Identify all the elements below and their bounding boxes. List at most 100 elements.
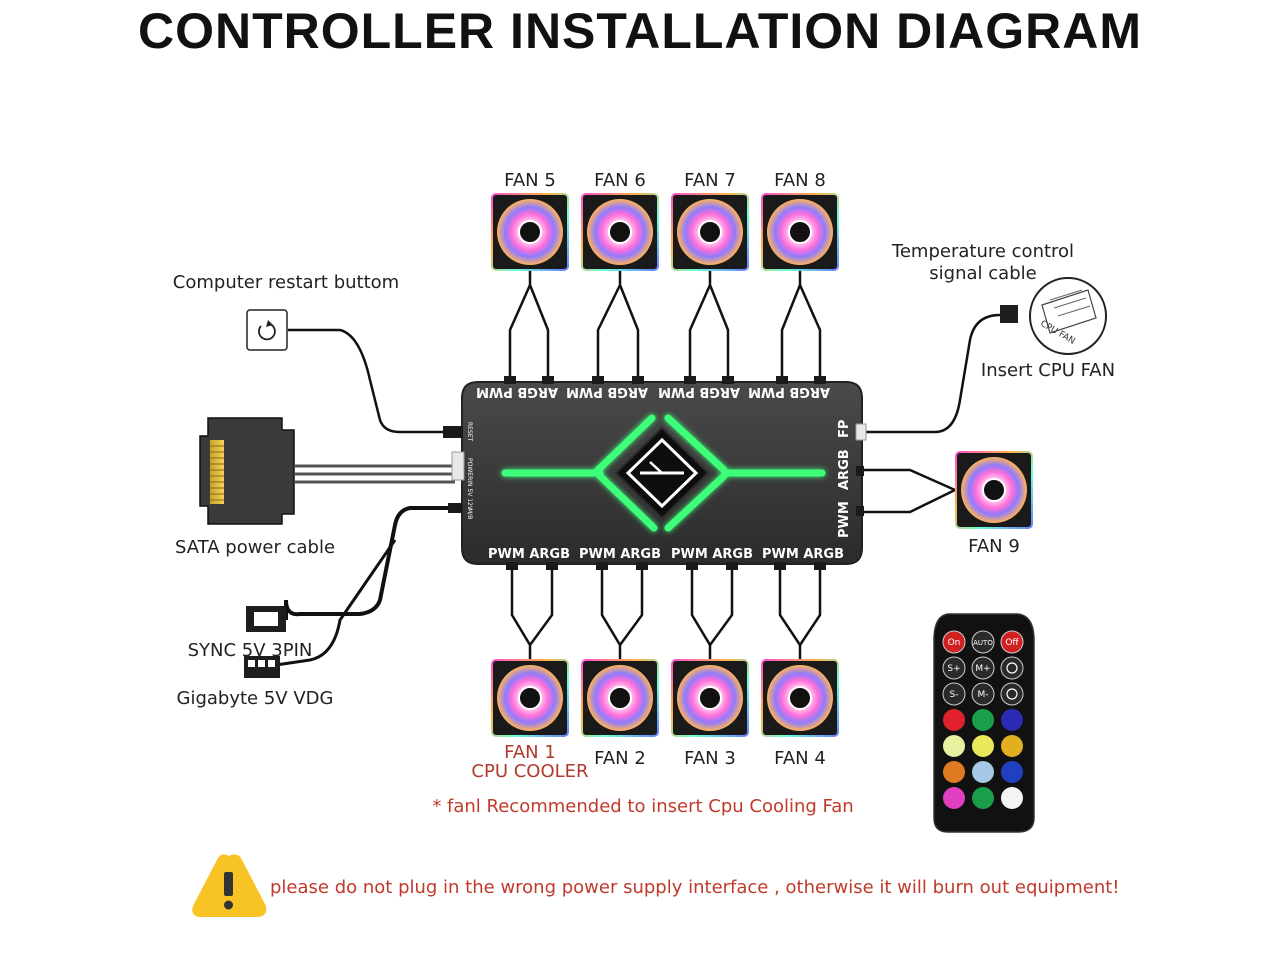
remote-button-label: Off — [1005, 638, 1019, 648]
remote-control-button — [942, 630, 966, 654]
fan-7-illustration — [671, 193, 749, 271]
hub-bottom-port-label: PWM ARGB — [488, 547, 570, 562]
remote-color-button — [1001, 735, 1023, 757]
fan-label-1: FAN 1 — [504, 742, 556, 763]
remote-control-button — [942, 656, 966, 680]
remote-button-label: M+ — [975, 664, 990, 674]
cable-sata — [295, 464, 455, 484]
remote-color-button — [943, 709, 965, 731]
remote-mode-icon — [1006, 688, 1018, 700]
remote-color-button — [972, 735, 994, 757]
cable-fan3 — [690, 565, 734, 660]
fan-6-illustration — [581, 193, 659, 271]
remote-button-label: S+ — [947, 664, 960, 674]
cable-fan5 — [508, 270, 550, 385]
temp-label-line1: Temperature control — [891, 241, 1074, 262]
hub-logo — [614, 426, 710, 520]
fan-2-illustration — [581, 659, 659, 737]
fan-3-illustration — [671, 659, 749, 737]
remote-control-button — [942, 682, 966, 706]
temp-label-line2: signal cable — [929, 263, 1036, 284]
temp-connector — [1000, 305, 1018, 323]
fan-9-illustration — [955, 451, 1033, 529]
fan-8-illustration — [761, 193, 839, 271]
remote-color-button — [1001, 761, 1023, 783]
cable-gigabyte — [275, 539, 397, 667]
hub-bottom-port-label: PWM ARGB — [671, 547, 753, 562]
fan-1-illustration — [491, 659, 569, 737]
hub-port-fp: FP — [837, 420, 852, 438]
remote-control-button — [1000, 682, 1024, 706]
cable-fan1 — [510, 565, 554, 660]
remote-button-label: On — [948, 638, 961, 648]
warning-text: please do not plug in the wrong power su… — [270, 877, 1120, 898]
restart-button-label: Computer restart buttom — [173, 272, 399, 293]
fan-group — [491, 193, 1033, 737]
remote-button-label: S- — [950, 690, 959, 700]
hub-top-port-label: ARGB PWM — [658, 384, 740, 399]
fan-label-9: FAN 9 — [968, 536, 1020, 557]
sata-label: SATA power cable — [175, 537, 335, 558]
cable-temp — [862, 313, 1001, 434]
remote-color-button — [972, 709, 994, 731]
remote-button-label: M- — [977, 690, 988, 700]
remote-control-button — [971, 682, 995, 706]
hub-top-port-label: ARGB PWM — [476, 384, 558, 399]
remote-control-button — [971, 656, 995, 680]
fan-4-illustration — [761, 659, 839, 737]
remote-color-button — [972, 761, 994, 783]
fan-label-7: FAN 7 — [684, 170, 736, 191]
remote-mode-icon — [1006, 662, 1018, 674]
sync-connector — [246, 606, 286, 632]
gigabyte-label: Gigabyte 5V VDG — [177, 688, 334, 709]
hub-top-port-label: ARGB PWM — [748, 384, 830, 399]
cable-fan9 — [860, 468, 956, 514]
insert-cpu-fan-label: Insert CPU FAN — [981, 360, 1115, 381]
restart-button-illustration — [246, 309, 288, 351]
hub-port-pwm: PWM — [837, 501, 852, 538]
cable-fan2 — [600, 565, 644, 660]
recommendation-note: * fanl Recommended to insert Cpu Cooling… — [432, 796, 853, 817]
cpu-fan-header-icon: CPU FAN — [1029, 277, 1107, 355]
fan-label-5: FAN 5 — [504, 170, 556, 191]
remote-color-button — [1001, 787, 1023, 809]
cable-fan4 — [778, 565, 822, 660]
gigabyte-connector — [244, 656, 280, 678]
hub-top-port-label: ARGB PWM — [566, 384, 648, 399]
fan-label-8: FAN 8 — [774, 170, 826, 191]
hub-bottom-port-label: PWM ARGB — [579, 547, 661, 562]
hub-port-mb: M/B — [466, 508, 473, 519]
cable-sync — [284, 506, 462, 620]
hub-bottom-port-label: PWM ARGB — [762, 547, 844, 562]
cable-group — [275, 270, 1001, 667]
fan-label-2: FAN 2 — [594, 748, 646, 769]
sata-connector — [199, 417, 295, 525]
remote-color-button — [943, 761, 965, 783]
sync-label: SYNC 5V 3PIN — [188, 640, 313, 661]
fan-label-1-cpu-cooler: CPU COOLER — [471, 761, 588, 782]
cable-fan7 — [688, 270, 730, 385]
remote-button-label: AUTO — [973, 639, 993, 647]
fan-5-illustration — [491, 193, 569, 271]
remote-color-button — [1001, 709, 1023, 731]
hub-controller: ARGB PWM ARGB PWM ARGB PWM ARGB PWM PWM … — [443, 376, 867, 570]
hub-port-argb: ARGB — [837, 449, 852, 490]
warning-icon — [192, 854, 267, 917]
remote-color-button — [972, 787, 994, 809]
page-title: CONTROLLER INSTALLATION DIAGRAM — [137, 3, 1143, 59]
cable-fan6 — [596, 270, 640, 385]
hub-port-powerin: POWERIN 5V 12V — [466, 458, 473, 511]
remote-color-button — [943, 787, 965, 809]
fan-label-3: FAN 3 — [684, 748, 736, 769]
fan-label-4: FAN 4 — [774, 748, 826, 769]
remote-control-button — [1000, 630, 1024, 654]
hub-port-reset: RESET — [466, 422, 473, 442]
cable-restart — [288, 328, 445, 434]
remote-control-button — [971, 630, 995, 654]
remote-color-button — [943, 735, 965, 757]
remote-control-button — [1000, 656, 1024, 680]
fan-label-6: FAN 6 — [594, 170, 646, 191]
cable-fan8 — [780, 270, 822, 385]
